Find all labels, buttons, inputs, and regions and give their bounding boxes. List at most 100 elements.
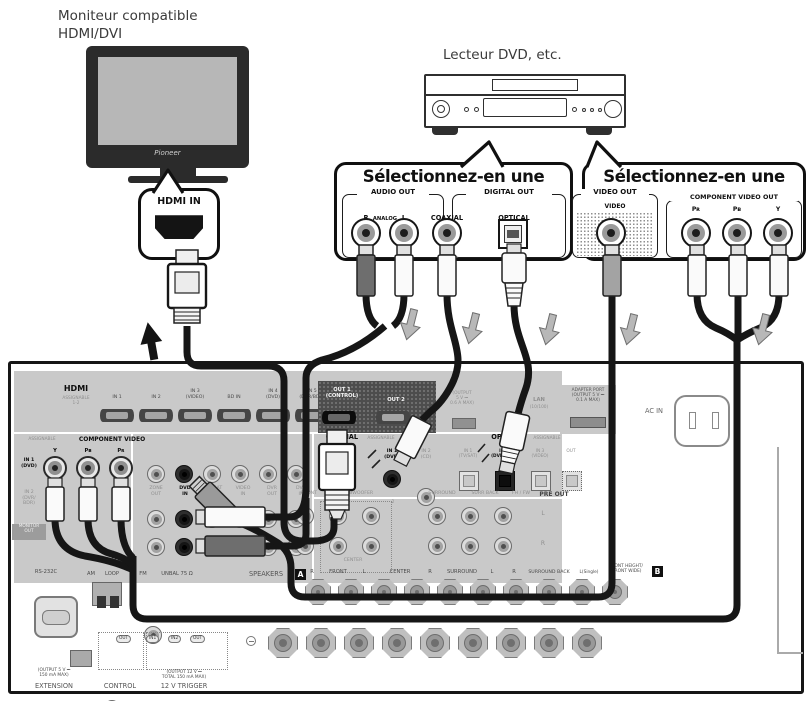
jack-label-analog: ANALOG bbox=[372, 216, 398, 222]
speaker-terminal bbox=[503, 579, 529, 605]
speaker-terminal bbox=[306, 628, 336, 658]
rca-jack bbox=[461, 537, 479, 555]
lan-label: LAN bbox=[533, 397, 545, 403]
ac-prong bbox=[712, 412, 719, 429]
trigger-out-pill: OUT bbox=[190, 635, 206, 644]
hdmi-in1-label: IN 1 bbox=[112, 395, 122, 400]
comp-jack-pr bbox=[109, 456, 133, 480]
panel-edge-line bbox=[777, 652, 803, 654]
extension-port bbox=[70, 650, 92, 667]
trigger-box bbox=[146, 632, 228, 670]
hdmi-out1-label: OUT 1 (CONTROL) bbox=[325, 387, 359, 400]
dvd-disc-tray bbox=[483, 98, 567, 117]
rca-jack-video bbox=[596, 218, 626, 248]
spk-label: R bbox=[512, 569, 516, 575]
optical-label: OPTICAL bbox=[491, 433, 523, 441]
rca-jack bbox=[428, 537, 446, 555]
dvd-panel-line bbox=[424, 94, 626, 96]
opt-in2-label: IN 2 (DVR/BDR) bbox=[491, 449, 517, 460]
speaker-terminal bbox=[496, 628, 526, 658]
preout-row-r-surr bbox=[428, 537, 512, 555]
rca-jack bbox=[231, 465, 249, 483]
spk-label: FRONT HEIGHT/ (FRONT WIDE) bbox=[609, 564, 643, 575]
jack-label-pb: Pʙ bbox=[732, 206, 742, 213]
speakers-b-badge: B bbox=[652, 566, 663, 577]
ac-prong bbox=[689, 412, 696, 429]
comp-in1-label: IN 1 (DVD) bbox=[21, 458, 37, 469]
tv-stand-neck bbox=[160, 168, 196, 176]
speaker-terminal bbox=[458, 628, 488, 658]
comp-pr-label: Pʀ bbox=[117, 448, 125, 454]
rca-jack bbox=[428, 507, 446, 525]
adapter-port-socket bbox=[570, 417, 606, 428]
dvd-button bbox=[464, 107, 469, 112]
rca-jack bbox=[362, 507, 380, 525]
rca-jack-coaxial bbox=[432, 218, 462, 248]
hdmi-port-icon bbox=[155, 215, 203, 239]
dvd-button bbox=[582, 108, 586, 112]
audio-cable-l bbox=[390, 293, 408, 329]
preout-fhfw-label: FH / FW bbox=[511, 491, 531, 496]
panel-divider bbox=[314, 497, 562, 499]
jack-label-y: Y bbox=[775, 206, 781, 213]
rca-jack bbox=[175, 538, 193, 556]
jack-label-pr: Pʀ bbox=[691, 206, 701, 213]
down-arrow-icon bbox=[751, 313, 773, 346]
rca-jack bbox=[494, 537, 512, 555]
rca-jack-comp-pb bbox=[722, 218, 752, 248]
comp-assignable-label: ASSIGNABLE bbox=[28, 437, 56, 442]
rca-jack bbox=[287, 465, 305, 483]
tv-stand-base bbox=[128, 176, 228, 183]
callout-audio-title: Sélectionnez-en une bbox=[362, 167, 545, 186]
speakers-label: SPEAKERS bbox=[248, 570, 284, 578]
audio-out-label: AUDIO OUT bbox=[357, 188, 429, 197]
col-tvsat-in: TV/SAT IN bbox=[205, 486, 223, 497]
col-video-in: VIDEO IN bbox=[235, 486, 251, 497]
hdmi-in3-label: IN 3 (VIDEO) bbox=[185, 389, 205, 400]
ac-in-socket bbox=[674, 395, 730, 447]
audio-cable-r bbox=[362, 293, 380, 329]
optical-jack-out bbox=[562, 471, 582, 491]
rca-jack bbox=[203, 465, 221, 483]
rca-jack bbox=[296, 537, 314, 555]
coaxial-assignable: ASSIGNABLE bbox=[367, 436, 395, 441]
rca-jack bbox=[259, 510, 277, 528]
iport-socket bbox=[452, 418, 476, 429]
dvd-button bbox=[474, 107, 479, 112]
speaker-terminal bbox=[404, 579, 430, 605]
speaker-terminal bbox=[420, 628, 450, 658]
hdmi-in2-label: IN 2 bbox=[151, 395, 161, 400]
dvd-foot bbox=[586, 127, 612, 135]
rca-jack-comp-y bbox=[763, 218, 793, 248]
ac-in-label: AC IN bbox=[645, 407, 663, 415]
trigger-note: (OUTPUT 12 V ⎓ TOTAL 150 mA MAX) bbox=[161, 670, 207, 681]
component-out-label: COMPONENT VIDEO OUT bbox=[670, 193, 798, 202]
hdmi-section-label: HDMI bbox=[63, 384, 89, 393]
speaker-terminal bbox=[371, 579, 397, 605]
speaker-terminal bbox=[305, 579, 331, 605]
rca-jack bbox=[147, 510, 165, 528]
speaker-terminal bbox=[470, 579, 496, 605]
down-arrow-icon bbox=[461, 312, 483, 345]
video-out-label: VIDEO OUT bbox=[581, 188, 649, 197]
rca-jack-comp-pr bbox=[681, 218, 711, 248]
rca-jack bbox=[329, 507, 347, 525]
rca-jack bbox=[259, 465, 277, 483]
comp-jack-y bbox=[43, 456, 67, 480]
rca-jack-audio-l bbox=[389, 218, 419, 248]
hdmi-bdin-label: BD IN bbox=[227, 395, 241, 400]
rca-jack bbox=[203, 538, 221, 556]
spk-label: L bbox=[362, 569, 366, 575]
jack-label-video: VIDEO bbox=[604, 203, 626, 210]
spk-label: CENTER bbox=[389, 569, 411, 575]
digital-out-label: DIGITAL OUT bbox=[466, 188, 552, 197]
comp-y-label: Y bbox=[53, 448, 57, 454]
am-loop-tab bbox=[97, 596, 106, 608]
speaker-terminal-row-1 bbox=[305, 579, 628, 605]
jack-label-optical: OPTICAL bbox=[498, 214, 530, 222]
rca-jack bbox=[231, 510, 249, 528]
hdmi-port bbox=[256, 409, 290, 422]
speaker-terminal-row-2 bbox=[268, 628, 602, 658]
insert-arrow-up-icon bbox=[140, 322, 163, 361]
speaker-terminal bbox=[569, 579, 595, 605]
